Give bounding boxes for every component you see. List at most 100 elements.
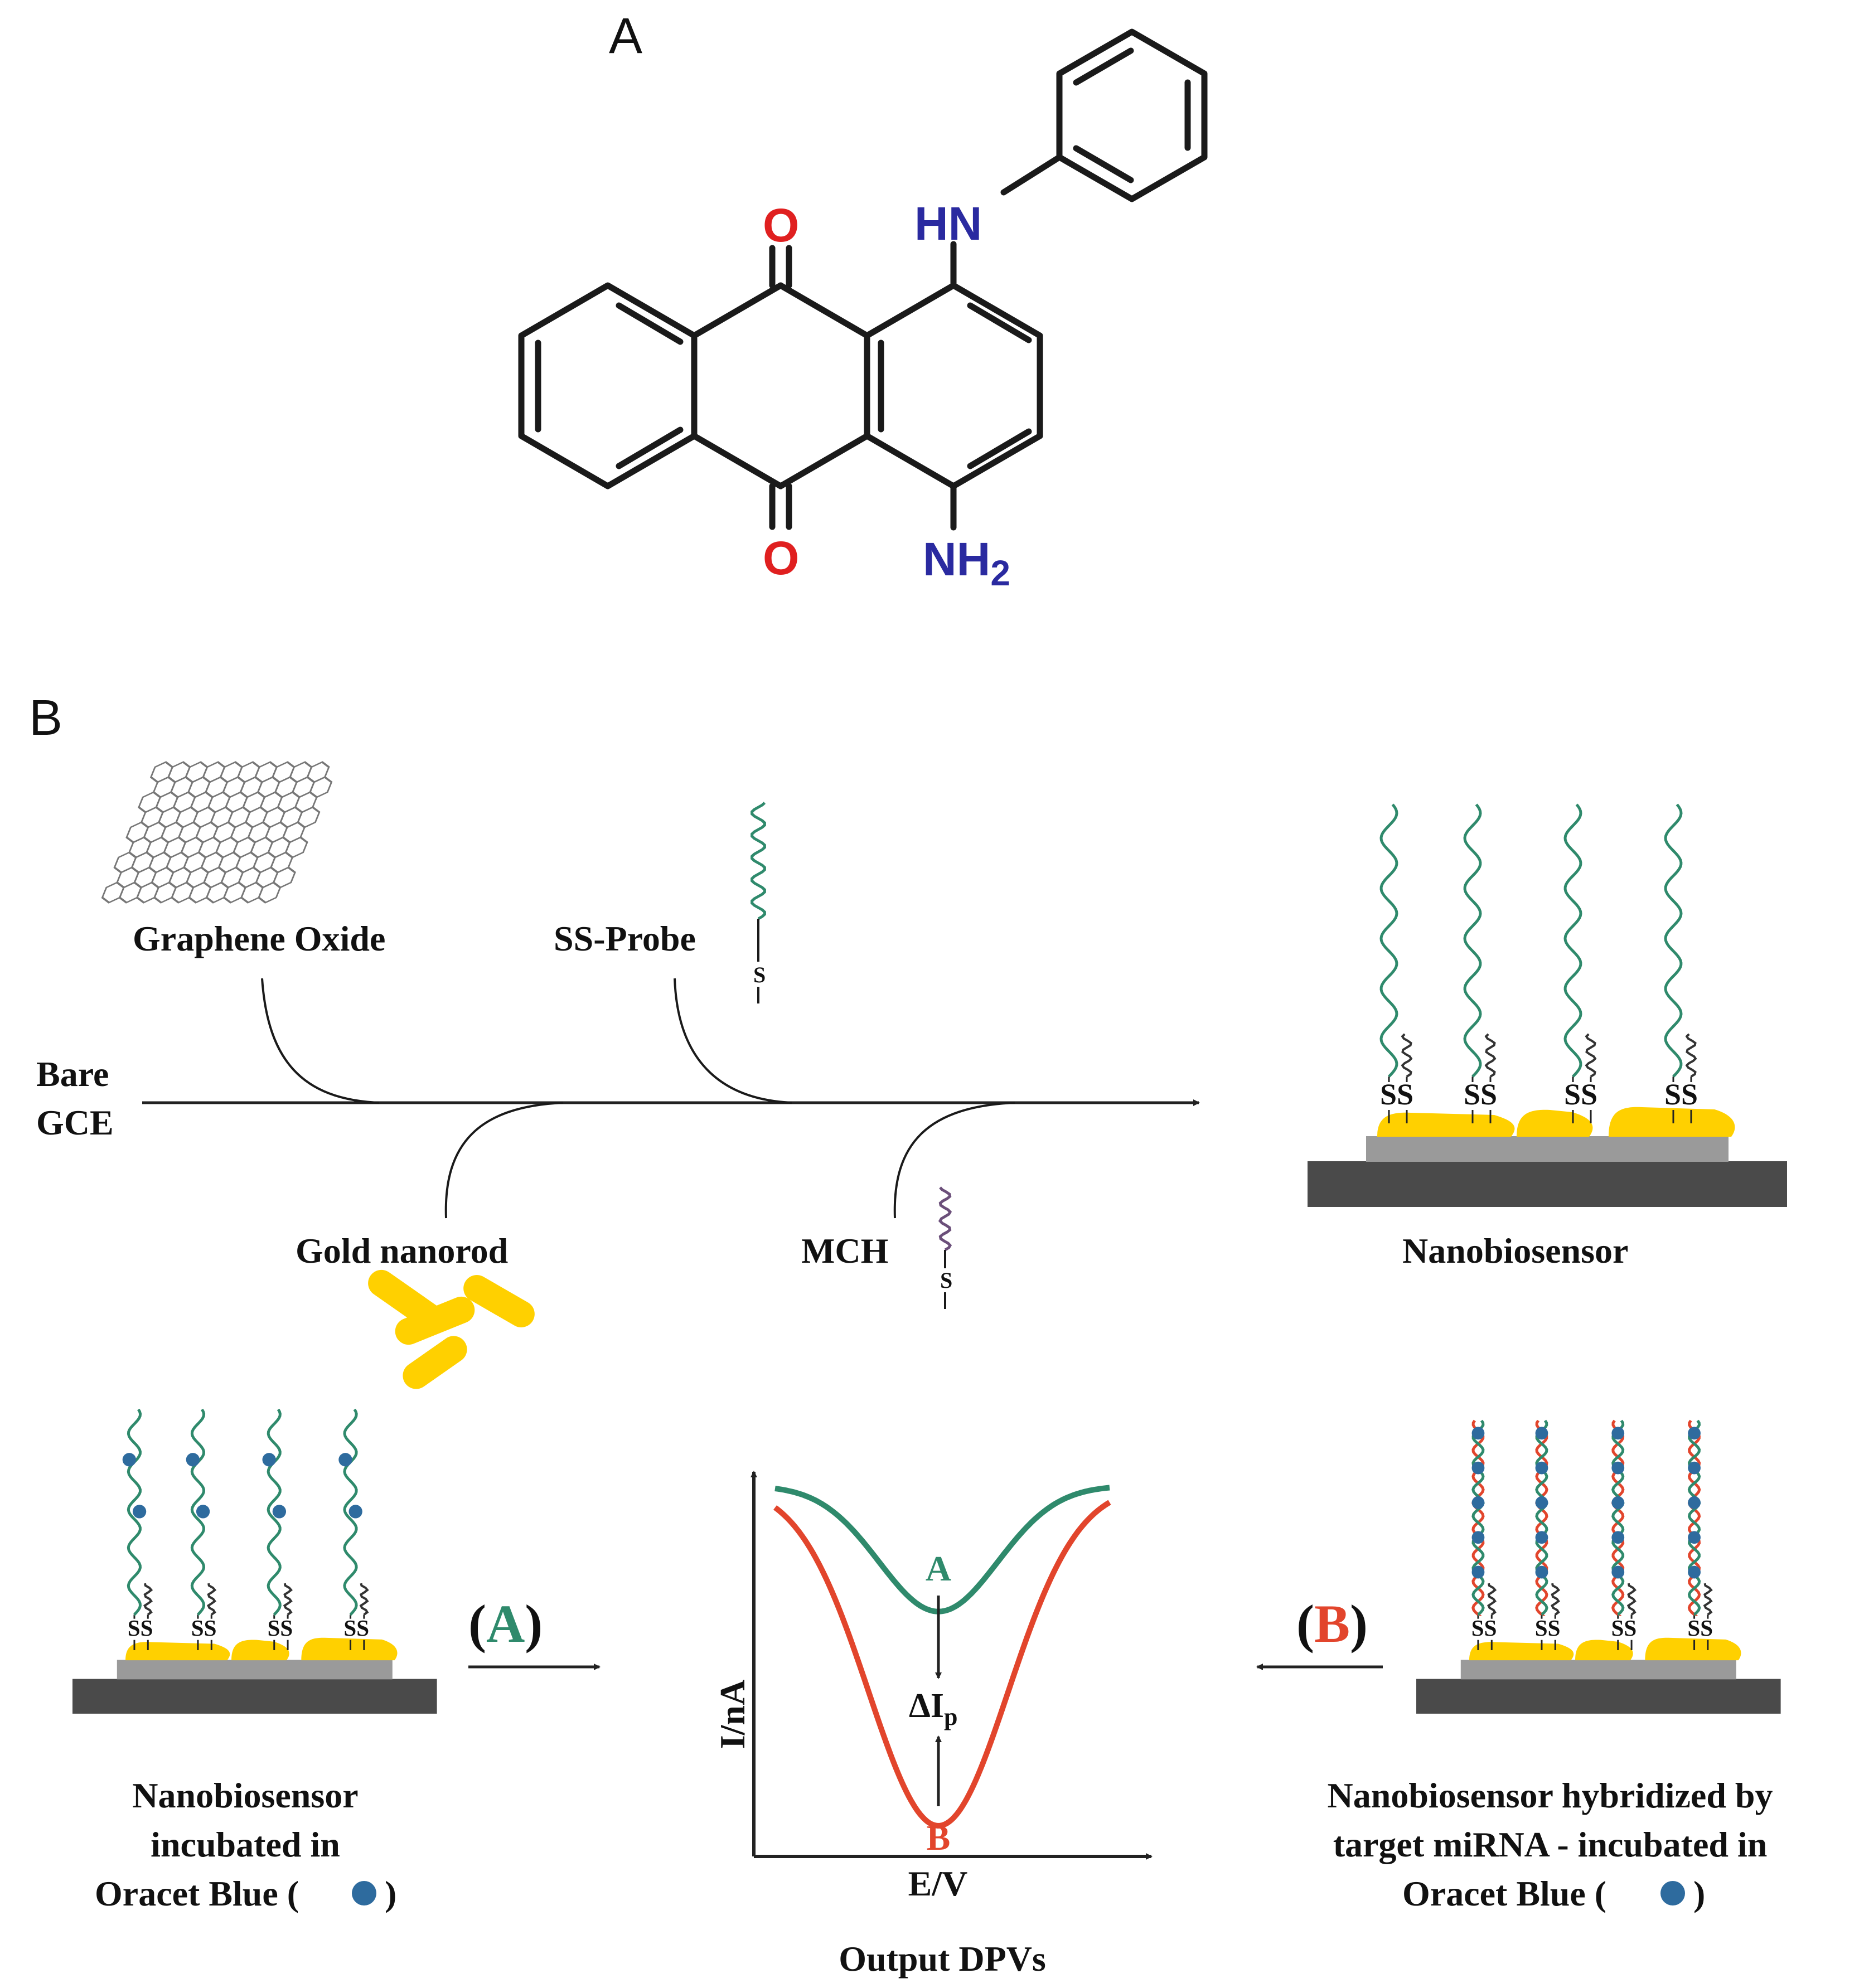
path-a-open: ( bbox=[468, 1594, 486, 1654]
probe-strand bbox=[1611, 1419, 1625, 1616]
oracet-blue-dot bbox=[1611, 1427, 1625, 1440]
atom-nh2-subscript: 2 bbox=[990, 553, 1010, 593]
path-b-letter: B bbox=[1314, 1594, 1350, 1654]
mch-sulfur: S bbox=[940, 1268, 952, 1293]
sulfur-pair-label: SS bbox=[191, 1615, 217, 1641]
bare-gce-label-line1: Bare bbox=[36, 1054, 109, 1094]
right-caption-line1: Nanobiosensor hybridized by bbox=[1328, 1776, 1773, 1815]
probe-strand bbox=[1463, 803, 1482, 1078]
oracet-blue-dot bbox=[1535, 1427, 1548, 1440]
oracet-blue-dot bbox=[338, 1453, 352, 1467]
chart-y-label: I/nA bbox=[713, 1680, 752, 1749]
oracet-blue-dot bbox=[1688, 1531, 1701, 1544]
mch-label: MCH bbox=[801, 1231, 888, 1271]
probe-strand bbox=[267, 1408, 282, 1616]
gold-nanorods-icon bbox=[368, 1269, 535, 1389]
target-mirna-strand bbox=[1611, 1419, 1625, 1616]
target-mirna-strand bbox=[1687, 1419, 1701, 1616]
ss-probe-label: SS-Probe bbox=[554, 919, 696, 958]
graphene-layer bbox=[117, 1660, 393, 1680]
sulfur-pair-label: SS bbox=[343, 1615, 369, 1641]
right-caption-line3: Oracet Blue ( bbox=[1402, 1874, 1606, 1913]
target-mirna-strand bbox=[1471, 1419, 1485, 1616]
left-caption-line1: Nanobiosensor bbox=[132, 1776, 358, 1815]
graphene-sheet-icon bbox=[101, 761, 333, 904]
graphene-layer bbox=[1460, 1660, 1736, 1680]
probe-strand bbox=[1471, 1419, 1485, 1616]
oracet-blue-dot bbox=[1688, 1427, 1701, 1440]
mch-strand bbox=[1626, 1583, 1637, 1616]
probe-strand bbox=[1379, 803, 1398, 1078]
oracet-blue-structure bbox=[518, 28, 1208, 531]
mch-strand bbox=[143, 1583, 153, 1616]
probe-strand bbox=[1563, 803, 1582, 1078]
oracet-blue-dot bbox=[1611, 1496, 1625, 1509]
oracet-blue-dot-icon-right bbox=[1660, 1881, 1685, 1905]
gold-nanorod-deposit bbox=[301, 1637, 398, 1661]
probe-strand bbox=[1687, 1419, 1701, 1616]
oracet-blue-dot bbox=[1611, 1531, 1625, 1544]
electrode-base bbox=[1416, 1679, 1781, 1714]
path-a-close: ) bbox=[525, 1594, 543, 1654]
electrode-base bbox=[1308, 1161, 1787, 1207]
sulfur-pair-label: SS bbox=[1687, 1615, 1713, 1641]
oracet-blue-dot bbox=[1688, 1496, 1701, 1509]
mch-strand bbox=[1551, 1583, 1561, 1616]
path-b-label: (B) bbox=[1296, 1594, 1368, 1654]
panel-label-a: A bbox=[609, 8, 642, 64]
mch-strand bbox=[283, 1583, 293, 1616]
oracet-blue-dot bbox=[1471, 1461, 1485, 1475]
sulfur-pair-label: SS bbox=[1380, 1078, 1413, 1111]
oracet-blue-dot bbox=[1535, 1565, 1548, 1579]
target-mirna-strand bbox=[1535, 1419, 1548, 1616]
oracet-blue-dot-icon bbox=[352, 1881, 376, 1905]
gold-nanorod-deposit bbox=[1575, 1640, 1633, 1661]
graphene-oxide-label: Graphene Oxide bbox=[133, 919, 385, 958]
graphene-feed-curve bbox=[261, 978, 380, 1104]
gold-nanorod-deposit bbox=[231, 1640, 289, 1661]
gold-nanorod-deposit bbox=[125, 1642, 230, 1661]
graphene-layer bbox=[1366, 1136, 1729, 1162]
nanorod-feed-curve bbox=[444, 1102, 564, 1219]
oracet-blue-dot bbox=[1471, 1496, 1485, 1509]
oracet-blue-dot bbox=[1688, 1461, 1701, 1475]
oracet-blue-dot bbox=[1471, 1565, 1485, 1579]
ss-probe-strand-icon bbox=[751, 802, 766, 920]
oracet-blue-dot bbox=[272, 1505, 287, 1519]
oracet-blue-dot bbox=[122, 1453, 136, 1467]
chart-title: Output DPVs bbox=[839, 1939, 1046, 1979]
path-a-letter: A bbox=[486, 1594, 525, 1654]
sulfur-pair-label: SS bbox=[268, 1615, 293, 1641]
oracet-blue-dot bbox=[1535, 1496, 1548, 1509]
mch-strand bbox=[1401, 1033, 1413, 1078]
graphene-hexagon bbox=[258, 881, 282, 904]
bare-gce-label-line2: GCE bbox=[36, 1103, 114, 1142]
sulfur-pair-label: SS bbox=[1564, 1078, 1597, 1111]
sulfur-pair-label: SS bbox=[1535, 1615, 1561, 1641]
ss-probe-sulfur: S bbox=[753, 962, 766, 987]
panel-label-b: B bbox=[29, 690, 62, 746]
atom-nh2: NH2 bbox=[923, 533, 1010, 593]
oracet-blue-dot bbox=[1611, 1461, 1625, 1475]
gold-nanorod-deposit bbox=[1517, 1109, 1593, 1137]
oracet-blue-dot bbox=[1535, 1531, 1548, 1544]
mch-strand-icon bbox=[938, 1186, 952, 1252]
dpv-series-b-label: B bbox=[927, 1818, 951, 1858]
atom-nh2-main: NH bbox=[923, 533, 990, 585]
oracet-blue-dot bbox=[348, 1505, 362, 1519]
mch-strand bbox=[1685, 1033, 1697, 1078]
sulfur-pair-label: SS bbox=[1471, 1615, 1497, 1641]
right-caption-close: ) bbox=[1693, 1874, 1705, 1913]
sulfur-pair-label: SS bbox=[128, 1615, 153, 1641]
left-caption-close: ) bbox=[385, 1874, 396, 1913]
probe-strand bbox=[190, 1408, 206, 1616]
delta-ip-main: ΔI bbox=[909, 1687, 944, 1725]
atom-oxygen-bottom: O bbox=[763, 532, 799, 584]
sulfur-pair-label: SS bbox=[1664, 1078, 1698, 1111]
dpv-series-a-label: A bbox=[926, 1549, 951, 1588]
probe-strand bbox=[1535, 1419, 1548, 1616]
oracet-blue-dot bbox=[1535, 1461, 1548, 1475]
